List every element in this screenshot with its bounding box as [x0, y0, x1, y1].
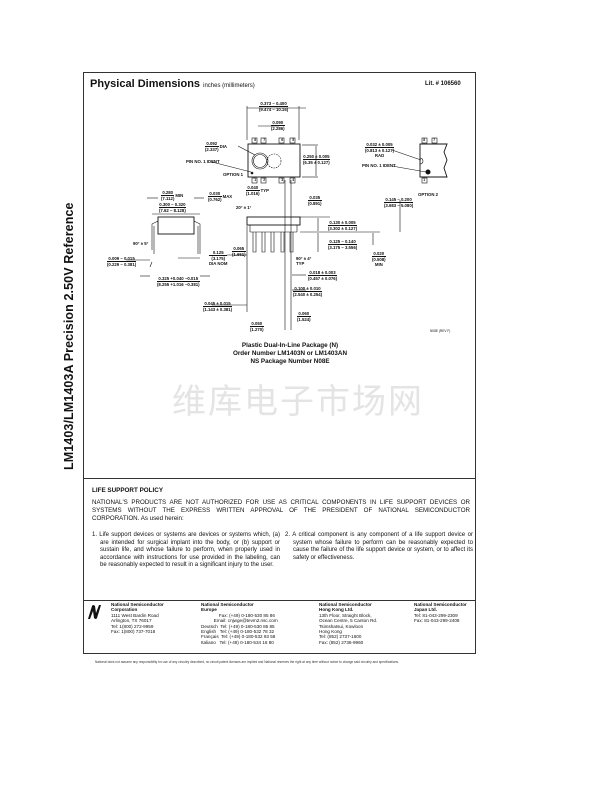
dim-lead-width: 0.018 ± 0.003(0.457 ± 0.076) — [308, 270, 338, 281]
title-text: Physical Dimensions — [90, 78, 201, 90]
pin1-ident-label-1: PIN NO. 1 IDENT — [186, 159, 220, 164]
caption-order-number: Order Number LM1403N or LM1403AN — [232, 350, 348, 357]
dim-dimple-dia: 0.092(2.337)DIA — [205, 141, 228, 152]
life-support-item-2: 2. A critical component is any component… — [285, 532, 473, 561]
dim-row-spacing: 0.300 – 0.320(7.62 – 8.128) — [159, 202, 186, 213]
watermark: 维库电子市场网 — [172, 382, 424, 422]
dim-standoff-min: 0.020(0.508)MIN — [372, 251, 386, 267]
dim-overall-length: 0.373 – 0.400(9.474 – 10.16) — [259, 101, 289, 112]
dim-lead-length: 0.125 – 0.140(3.175 – 3.556) — [328, 239, 358, 250]
package-front-view — [246, 216, 301, 226]
life-support-item-1: 1. Life support devices or systems are d… — [92, 532, 280, 569]
literature-number: Lit. # 106560 — [425, 81, 461, 87]
angle-90-5: 90° ± 5° — [133, 241, 149, 246]
package-option2 — [419, 143, 448, 178]
package-top-view — [247, 143, 301, 178]
dim-end-lead: 0.045 ± 0.015(1.143 ± 0.381) — [203, 301, 233, 312]
dim-lead-shoulder-width: 0.060(1.524) — [297, 311, 311, 322]
footer-hong-kong: National Semiconductor Hong Kong Ltd. 13… — [319, 602, 378, 645]
caption-ns-package: NS Package Number N08E — [250, 358, 330, 365]
dim-lead-tip: 0.050(1.270) — [250, 321, 264, 332]
angle-20: 20° ± 1° — [236, 205, 252, 210]
dim-flash-max: 0.030(0.762)MAX — [208, 191, 233, 202]
dim-pin1-offset: 0.090(2.286) — [271, 120, 285, 131]
dim-lead-span-min: 0.280(7.112)MIN — [161, 190, 184, 201]
option2-label: OPTION 2 — [418, 192, 439, 197]
revision-code: N08E (REV F) — [430, 329, 451, 333]
footer-japan: National Semiconductor Japan Ltd. Tel: 8… — [414, 602, 467, 624]
national-logo-icon — [88, 605, 101, 619]
dim-end-pin-typ: 0.040(1.016)TYP — [246, 185, 269, 196]
page-frame — [83, 72, 476, 654]
option1-label: OPTION 1 — [223, 172, 244, 177]
disclaimer: National does not assume any responsibil… — [95, 660, 399, 664]
pin1-dimple — [251, 152, 269, 170]
angle-90-4: 90° ± 4° TYP — [296, 256, 312, 266]
dim-lead-thickness: 0.009 – 0.015(0.229 – 0.381) — [107, 256, 137, 267]
dim-shoulder: 0.065(1.651) — [232, 246, 246, 257]
dim-lead-spread: 0.325 +0.040 −0.015(8.255 +1.016 −0.381) — [157, 276, 200, 287]
life-support-paragraph: NATIONAL'S PRODUCTS ARE NOT AUTHORIZED F… — [92, 499, 470, 522]
footer-divider — [84, 600, 476, 601]
dim-notch-radius: 0.032 ± 0.005(0.813 ± 0.127)RAD — [365, 142, 395, 158]
dim-end-clearance: 0.035(0.891) — [308, 195, 322, 206]
top-pins — [251, 137, 296, 184]
dim-body-width: 0.250 ± 0.005(6.35 ± 0.127) — [303, 154, 330, 165]
units-text: inches (millimeters) — [203, 83, 255, 89]
package-side-view — [157, 216, 195, 235]
life-support-heading: LIFE SUPPORT POLICY — [92, 487, 164, 494]
dim-dia-nom: 0.125(3.175)DIA NOM — [209, 250, 228, 266]
page-title: Physical Dimensions inches (millimeters) — [90, 78, 255, 90]
caption-package: Plastic Dual-In-Line Package (N) — [241, 342, 339, 349]
pin1-ident-label-2: PIN NO. 1 IDENT — [362, 163, 396, 168]
footer-corporation: National Semiconductor Corporation 1111 … — [111, 602, 164, 635]
divider — [84, 478, 476, 479]
dim-body-thickness: 0.130 ± 0.005(3.302 ± 0.127) — [328, 220, 358, 231]
dim-seated-height: 0.145 – 0.200(3.683 – 5.080) — [384, 197, 414, 208]
footer-europe: National Semiconductor Europe Fax: (+49)… — [201, 602, 278, 645]
front-pins — [252, 232, 294, 253]
dim-pin-pitch: 0.100 ± 0.010(2.540 ± 0.254) — [293, 286, 323, 297]
